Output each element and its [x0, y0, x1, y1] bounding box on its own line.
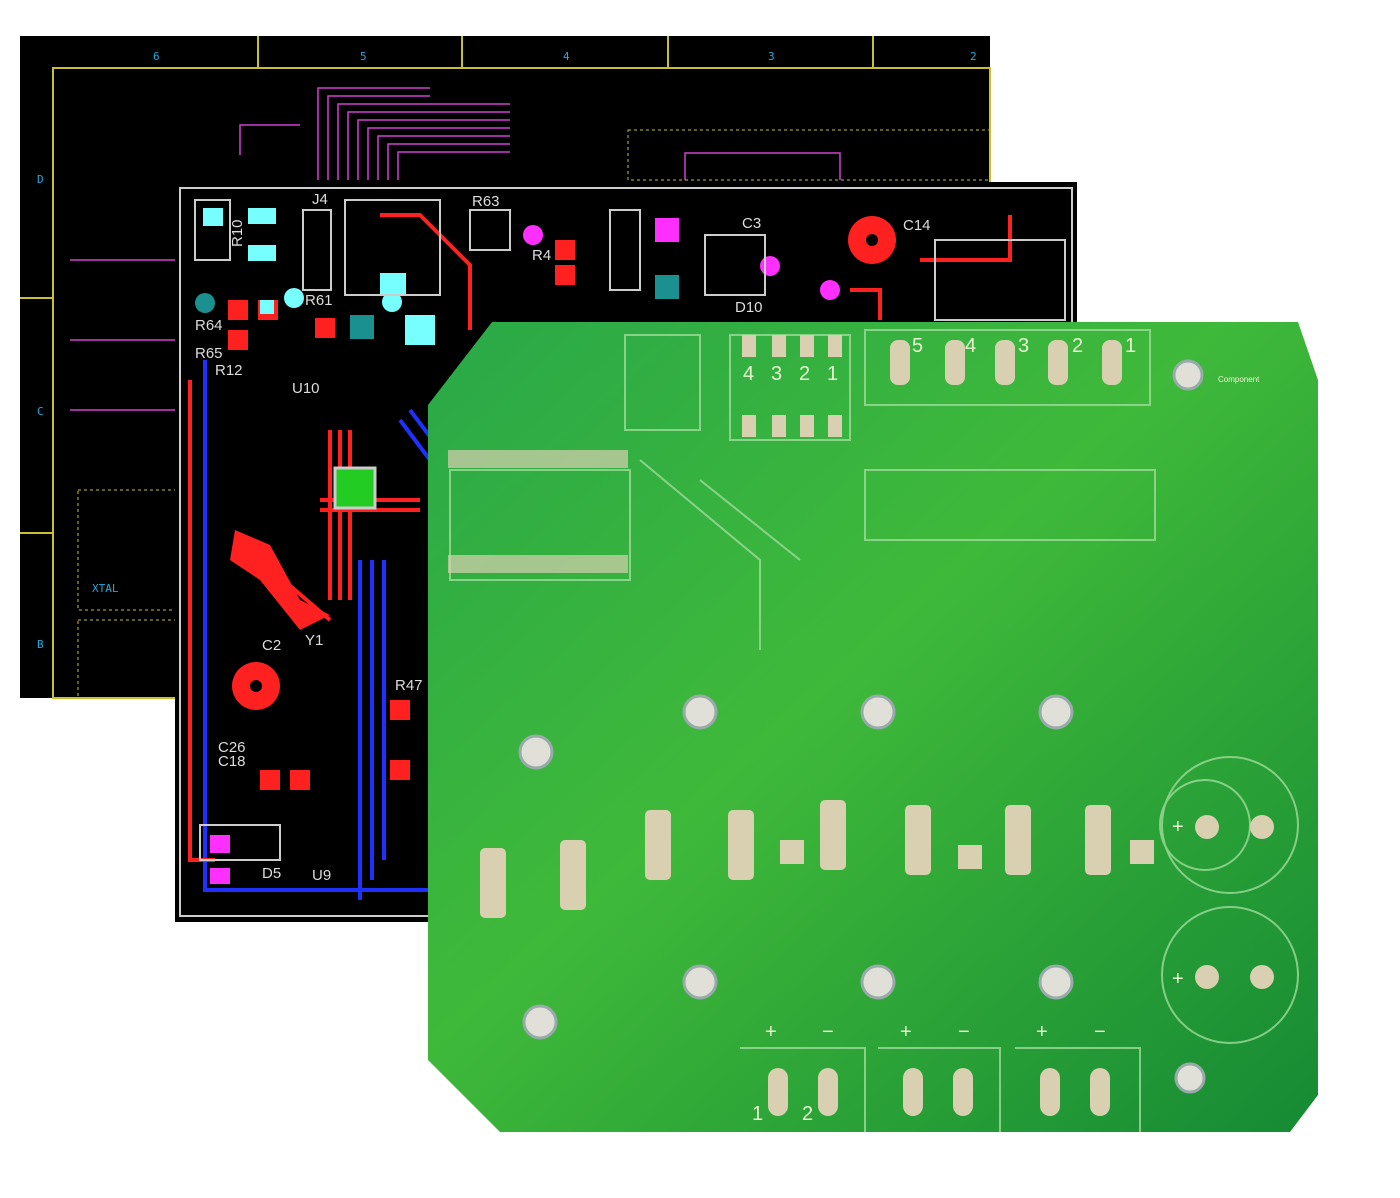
connector-pin-label: 4: [743, 363, 754, 385]
capacitor-polarity-mark: +: [1172, 968, 1184, 990]
polarity-mark: +: [765, 1021, 777, 1043]
designator: C14: [903, 217, 931, 234]
crystal-label: XTAL: [92, 582, 119, 595]
designator: D5: [262, 865, 281, 882]
schematic-row-label: B: [37, 638, 44, 651]
polarity-mark: −: [822, 1021, 834, 1043]
designator: J4: [312, 191, 328, 208]
designator: D10: [735, 299, 763, 316]
component-label: Component: [1218, 375, 1260, 384]
designator: U9: [312, 867, 331, 884]
designator: R4: [532, 247, 551, 264]
designator: C18: [218, 753, 246, 770]
capacitor-polarity-mark: +: [1172, 816, 1184, 838]
terminal-pin-label: 1: [752, 1103, 763, 1125]
connector-pin-label: 3: [771, 363, 782, 385]
polarity-mark: −: [1094, 1021, 1106, 1043]
polarity-mark: −: [958, 1021, 970, 1043]
designator: C2: [262, 637, 281, 654]
connector-pin-label: 3: [1018, 335, 1029, 357]
connector-pin-label: 4: [965, 335, 976, 357]
designator: R63: [472, 193, 500, 210]
designator: Y1: [305, 632, 323, 649]
designator: R65: [195, 345, 223, 362]
terminal-pin-label: 2: [802, 1103, 813, 1125]
schematic-row-label: D: [37, 173, 44, 186]
designator: R12: [215, 362, 243, 379]
connector-pin-label: 1: [1125, 335, 1136, 357]
designator: C3: [742, 215, 761, 232]
schematic-column-label: 4: [563, 50, 570, 63]
schematic-column-label: 2: [970, 50, 977, 63]
pcb-board-photo: 5 4 3 2 1 4 3 2 1 Component + − + − + − …: [428, 322, 1318, 1132]
connector-pin-label: 2: [1072, 335, 1083, 357]
schematic-row-label: C: [37, 405, 44, 418]
polarity-mark: +: [900, 1021, 912, 1043]
polarity-mark: +: [1036, 1021, 1048, 1043]
designator: R64: [195, 317, 223, 334]
schematic-column-label: 6: [153, 50, 160, 63]
connector-pin-label: 2: [799, 363, 810, 385]
designator: R47: [395, 677, 423, 694]
designator: C26: [218, 739, 246, 756]
designator: R61: [305, 292, 333, 309]
designator: U10: [292, 380, 320, 397]
connector-pin-label: 1: [827, 363, 838, 385]
designator: R10: [229, 219, 246, 247]
connector-pin-label: 5: [912, 335, 923, 357]
schematic-column-label: 3: [768, 50, 775, 63]
schematic-column-label: 5: [360, 50, 367, 63]
